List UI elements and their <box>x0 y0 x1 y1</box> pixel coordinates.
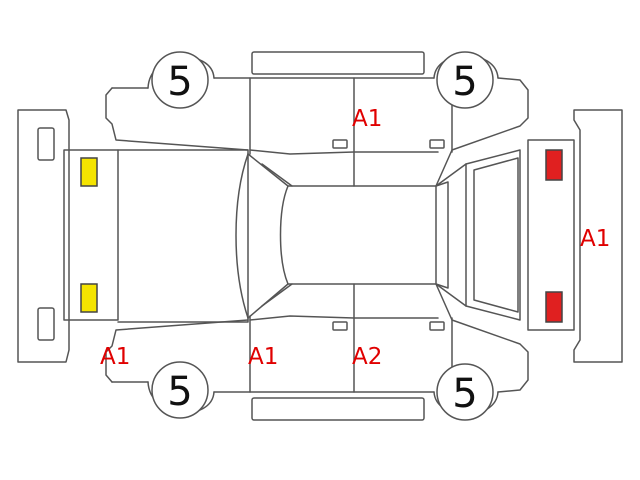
upper-side-skirt <box>251 51 425 75</box>
upper-body-side <box>105 77 529 187</box>
mark-lower-front-door: A1 <box>248 344 278 370</box>
wheel-front-right-rating: 5 <box>167 369 192 415</box>
mark-rear-bumper: A1 <box>580 226 610 252</box>
wheel-rear-left-rating: 5 <box>452 59 477 105</box>
roof-panel <box>235 153 437 319</box>
wheel-rear-right-rating: 5 <box>452 371 477 417</box>
rear-hatch-panel <box>435 149 521 321</box>
mark-lower-rear-door: A2 <box>352 344 382 370</box>
rear-left-light <box>545 149 563 181</box>
lower-side-skirt <box>251 397 425 421</box>
wheel-front-left-rating: 5 <box>167 59 192 105</box>
hood-panel <box>63 149 249 323</box>
wheel-front-left: 5 <box>147 51 215 109</box>
tailgate-panel <box>527 139 575 331</box>
rear-bumper-panel <box>573 109 623 363</box>
front-left-light <box>80 157 98 187</box>
wheel-front-right: 5 <box>147 361 215 419</box>
front-bumper-panel <box>17 109 70 363</box>
mark-upper-door: A1 <box>352 106 382 132</box>
front-right-light <box>80 283 98 313</box>
mark-front-bumper: A1 <box>100 344 130 370</box>
wheel-rear-right: 5 <box>433 363 499 421</box>
rear-right-light <box>545 291 563 323</box>
wheel-rear-left: 5 <box>433 51 499 109</box>
